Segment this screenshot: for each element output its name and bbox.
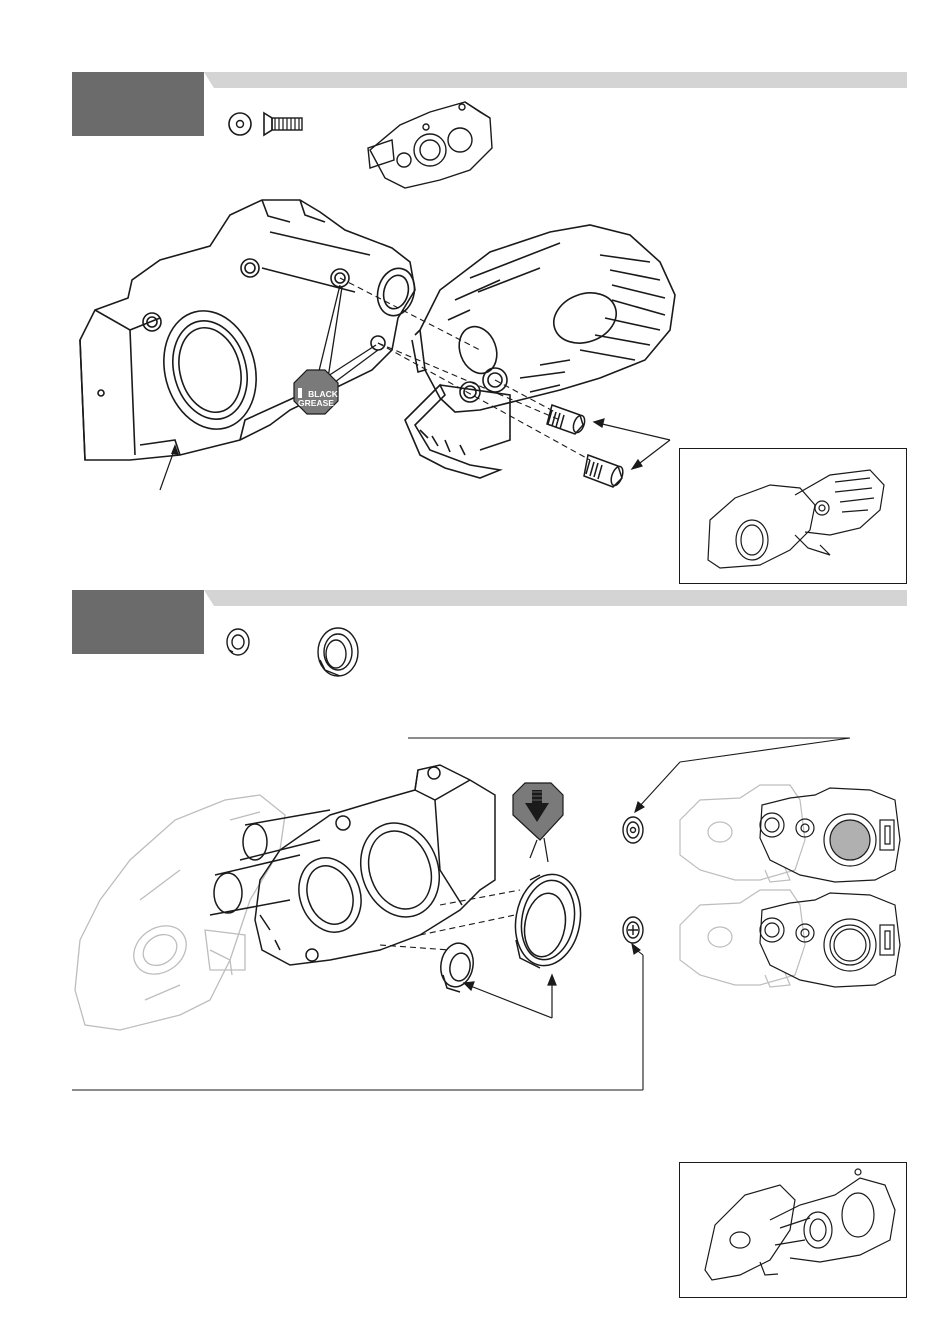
press-down-arrow-icon	[513, 783, 563, 862]
gearbox-housing-step-2	[210, 765, 495, 965]
screw-lower	[584, 455, 625, 487]
washer-icon	[229, 113, 251, 135]
motor-plate-bracket	[405, 385, 510, 478]
reference-view-upper	[680, 785, 900, 882]
ghost-motor-plate	[75, 795, 285, 1030]
large-bushing-icon	[318, 628, 358, 676]
grease-pointer-lines	[318, 285, 378, 382]
gearbox-housing	[80, 200, 420, 460]
step-2-inset-drawing	[705, 1169, 895, 1280]
screw-upper	[547, 405, 587, 434]
bushing-callout-arrows	[464, 975, 556, 1018]
black-grease-badge: BLACK GREASE	[294, 370, 339, 414]
step-2-alignment-lines	[380, 890, 520, 950]
step-1-alignment-lines	[340, 278, 590, 460]
step-2-top-callout	[408, 738, 850, 812]
bushing-variant-a-icon	[623, 817, 643, 843]
countersunk-screw-icon	[264, 113, 302, 135]
reference-gearbox-icon	[368, 102, 492, 188]
grease-label-line2: GREASE	[298, 398, 334, 408]
housing-callout-arrow	[160, 444, 179, 490]
bushing-variant-b-icon	[623, 917, 643, 943]
reference-view-lower	[680, 890, 900, 987]
step-1-inset-drawing	[708, 470, 884, 568]
large-bushing-part	[508, 869, 587, 971]
small-bushing-icon	[227, 629, 249, 655]
